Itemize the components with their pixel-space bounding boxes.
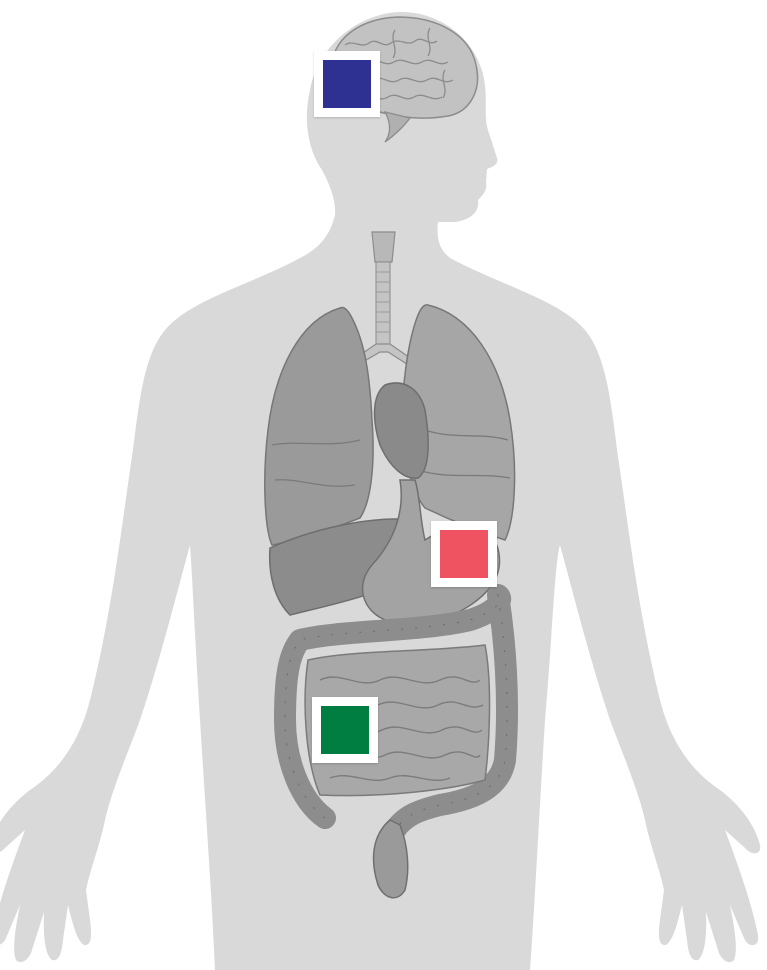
stomach-marker-swatch xyxy=(440,530,488,578)
brain-marker-swatch xyxy=(323,60,371,108)
brain-marker xyxy=(314,51,380,117)
body-silhouette xyxy=(0,12,760,970)
stomach-marker xyxy=(431,521,497,587)
small-intestine-marker xyxy=(312,697,378,763)
small-intestine-marker-swatch xyxy=(321,706,369,754)
